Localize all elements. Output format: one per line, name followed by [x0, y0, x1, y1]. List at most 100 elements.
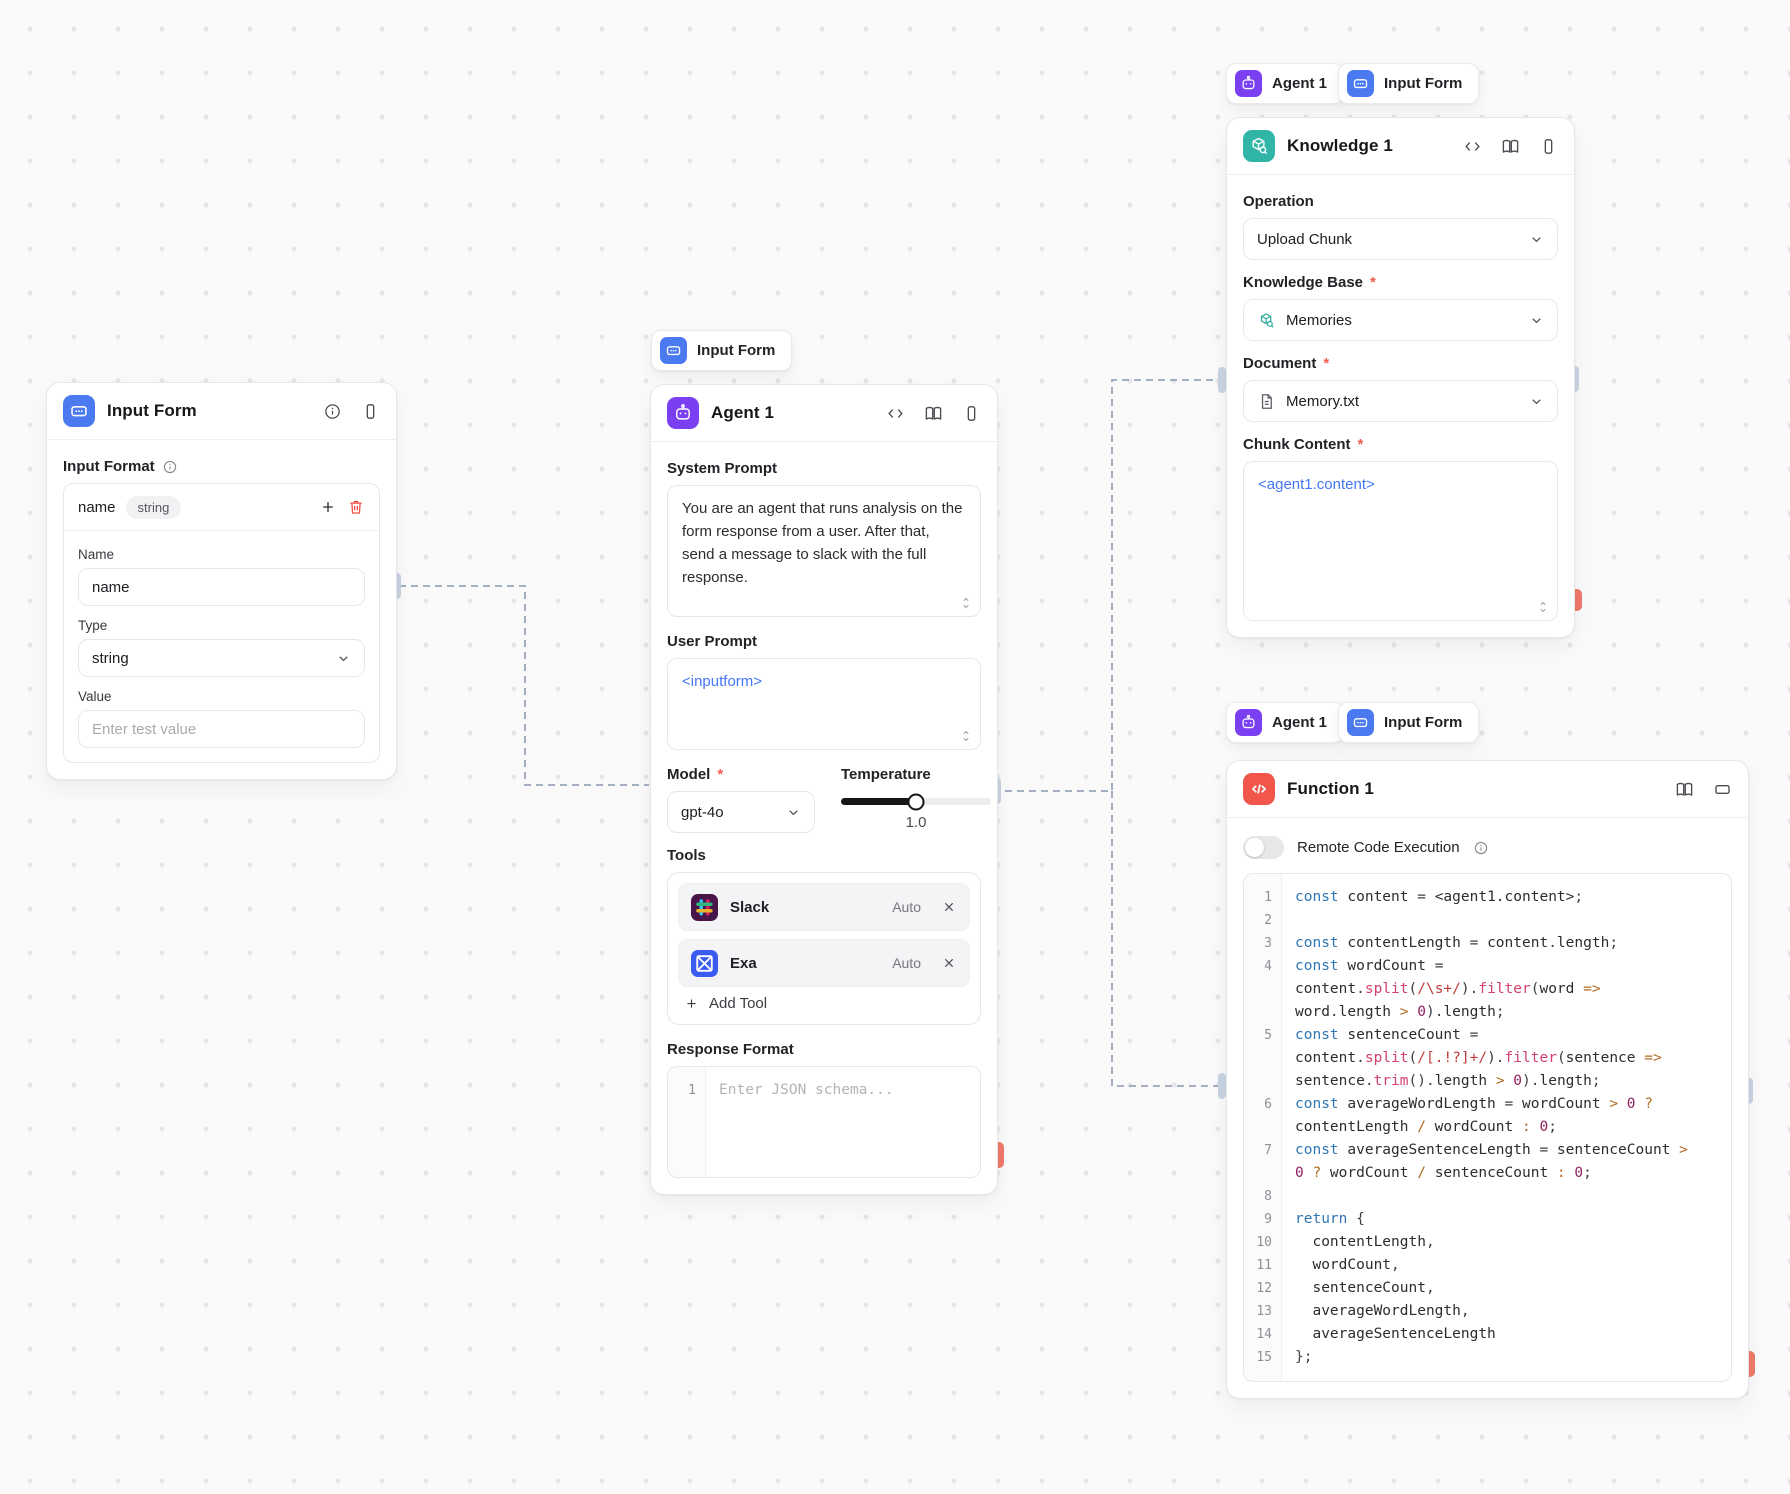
code-line: contentLength / wordCount : 0;: [1295, 1119, 1557, 1135]
book-open-icon[interactable]: [1501, 137, 1520, 156]
type-select[interactable]: string: [78, 639, 365, 677]
book-open-icon[interactable]: [1675, 780, 1694, 799]
connection-handle[interactable]: [1745, 1078, 1753, 1104]
resize-handle-icon[interactable]: [1537, 600, 1549, 614]
chevron-down-icon: [786, 805, 801, 820]
variable-chip-input-form[interactable]: Input Form: [1338, 702, 1480, 743]
node-header[interactable]: Agent 1: [651, 385, 997, 441]
divider: [1227, 817, 1748, 818]
phone-icon[interactable]: [361, 402, 380, 421]
code-line: 13 averageWordLength,: [1256, 1303, 1470, 1319]
divider: [47, 439, 396, 440]
knowledge-node[interactable]: Knowledge 1 Operation Upload Chunk: [1226, 117, 1575, 638]
tool-mode: Auto: [892, 955, 921, 971]
variable-chip-input-form[interactable]: Input Form: [1338, 63, 1480, 104]
delete-field-button[interactable]: [347, 498, 365, 516]
user-prompt-textarea[interactable]: <inputform>: [667, 658, 981, 750]
connection-handle[interactable]: [393, 573, 401, 599]
document-label: Document*: [1243, 355, 1330, 372]
resize-handle-icon[interactable]: [960, 596, 972, 610]
chevron-down-icon: [336, 651, 351, 666]
panel-icon[interactable]: [1713, 780, 1732, 799]
function-icon: [1243, 773, 1275, 805]
divider: [1227, 174, 1574, 175]
code-line: 11 wordCount,: [1256, 1257, 1400, 1273]
node-header[interactable]: Knowledge 1: [1227, 118, 1574, 174]
temperature-value: 1.0: [905, 814, 927, 831]
info-icon[interactable]: [323, 402, 342, 421]
resize-handle-icon[interactable]: [960, 729, 972, 743]
phone-icon[interactable]: [962, 404, 981, 423]
code-icon[interactable]: [886, 404, 905, 423]
remote-code-execution-label: Remote Code Execution: [1297, 839, 1460, 856]
document-select[interactable]: Memory.txt: [1243, 380, 1558, 422]
name-input[interactable]: [78, 568, 365, 606]
input-form-node[interactable]: Input Form Input Format name: [46, 382, 397, 780]
name-label: Name: [78, 547, 115, 562]
info-icon[interactable]: [162, 459, 178, 475]
code-icon[interactable]: [1463, 137, 1482, 156]
node-title: Agent 1: [711, 403, 775, 422]
code-line: 15};: [1256, 1349, 1313, 1365]
knowledge-base-select[interactable]: Memories: [1243, 299, 1558, 341]
divider: [651, 441, 997, 442]
node-header[interactable]: Function 1: [1227, 761, 1748, 817]
plus-icon: [687, 999, 696, 1008]
variable-chip-input-form[interactable]: Input Form: [651, 330, 793, 371]
chunk-content-textarea[interactable]: <agent1.content>: [1243, 461, 1558, 621]
knowledge-base-label: Knowledge Base*: [1243, 274, 1376, 291]
system-prompt-textarea[interactable]: You are an agent that runs analysis on t…: [667, 485, 981, 617]
agent-icon: [1235, 70, 1262, 97]
code-line: 0 ? wordCount / sentenceCount : 0;: [1295, 1165, 1592, 1181]
agent-node[interactable]: Agent 1 System Prompt You are an agent t…: [650, 384, 998, 1195]
tool-name: Exa: [730, 954, 757, 972]
add-field-button[interactable]: [319, 498, 337, 516]
node-header[interactable]: Input Form: [47, 383, 396, 439]
type-label: Type: [78, 618, 108, 633]
book-open-icon[interactable]: [924, 404, 943, 423]
agent-icon: [667, 397, 699, 429]
system-prompt-label: System Prompt: [667, 460, 778, 477]
response-format-editor[interactable]: 1 Enter JSON schema...: [667, 1066, 981, 1178]
code-line: word.length > 0).length;: [1295, 1004, 1505, 1020]
document-icon: [1257, 392, 1276, 411]
remove-tool-icon[interactable]: [941, 899, 957, 915]
value-input[interactable]: [78, 710, 365, 748]
node-title: Knowledge 1: [1287, 136, 1393, 155]
model-select[interactable]: gpt-4o: [667, 791, 815, 833]
tool-row-slack[interactable]: Slack Auto: [678, 883, 970, 931]
node-title: Function 1: [1287, 779, 1374, 798]
connection-handle[interactable]: [1571, 366, 1579, 392]
chip-label: Agent 1: [1272, 75, 1328, 92]
slider-thumb[interactable]: [907, 793, 925, 810]
code-line: content.split(/\s+/).filter(word =>: [1295, 981, 1601, 997]
temperature-slider[interactable]: [841, 791, 991, 811]
info-icon[interactable]: [1473, 840, 1489, 856]
chevron-down-icon: [1529, 313, 1544, 328]
response-format-placeholder: Enter JSON schema...: [719, 1082, 894, 1098]
chunk-content-label: Chunk Content*: [1243, 436, 1364, 453]
tool-row-exa[interactable]: Exa Auto: [678, 939, 970, 987]
operation-select[interactable]: Upload Chunk: [1243, 218, 1558, 260]
add-tool-button[interactable]: Add Tool: [678, 987, 970, 1014]
chevron-down-icon: [1529, 394, 1544, 409]
connection-handle[interactable]: [1218, 367, 1226, 393]
remote-code-execution-toggle[interactable]: [1243, 836, 1284, 859]
variable-chip-agent-1[interactable]: Agent 1: [1226, 63, 1345, 104]
value-label: Value: [78, 689, 112, 704]
model-label: Model*: [667, 766, 724, 783]
divider: [64, 530, 379, 531]
phone-icon[interactable]: [1539, 137, 1558, 156]
connection-handle[interactable]: [1218, 1073, 1226, 1099]
node-title: Input Form: [107, 401, 197, 420]
remove-tool-icon[interactable]: [941, 955, 957, 971]
input-field-card: name string Name Type string: [63, 483, 380, 763]
variable-chip-agent-1[interactable]: Agent 1: [1226, 702, 1345, 743]
